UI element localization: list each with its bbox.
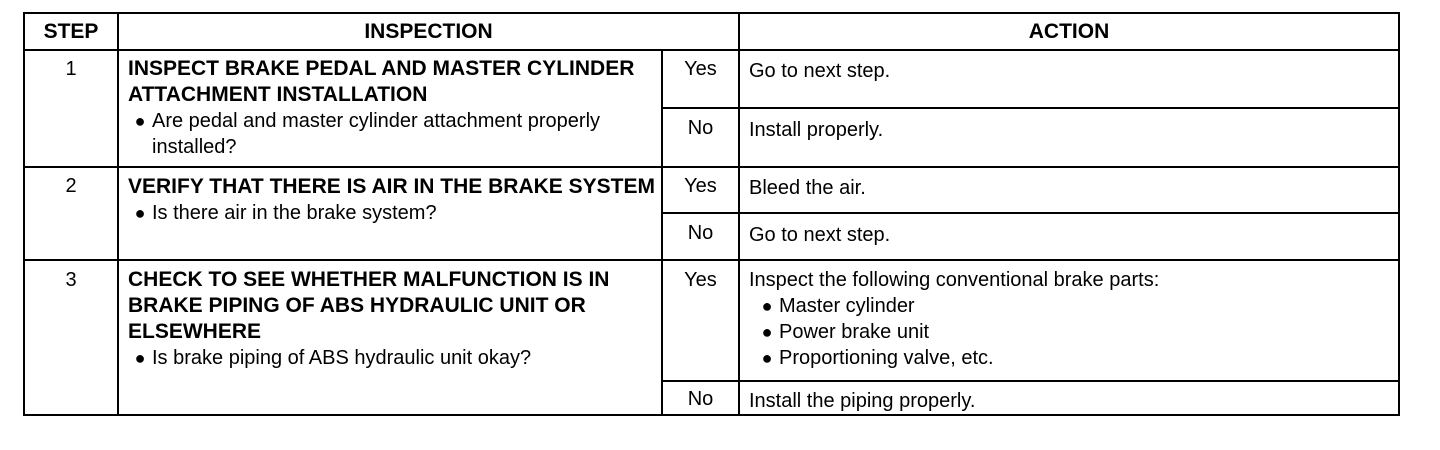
list-item-text: Master cylinder xyxy=(779,295,915,317)
no-action: Install properly. xyxy=(749,119,884,141)
row-divider-1 xyxy=(25,166,1398,168)
no-label: No xyxy=(687,388,714,410)
inspection-question: ● Is there air in the brake system? xyxy=(128,200,656,226)
no-action: Install the piping properly. xyxy=(749,390,976,412)
yes-action-text: Inspect the following conventional brake… xyxy=(749,269,1160,291)
question-text: Are pedal and master cylinder attachment… xyxy=(152,110,601,158)
no-label: No xyxy=(687,222,714,244)
header-action: ACTION xyxy=(1028,19,1110,43)
no-label: No xyxy=(687,117,714,139)
header-divider xyxy=(25,49,1398,51)
step-inspection: INSPECT BRAKE PEDAL AND MASTER CYLINDER … xyxy=(128,56,656,160)
bullet-icon: ● xyxy=(134,111,146,131)
step-inspection: CHECK TO SEE WHETHER MALFUNCTION IS IN B… xyxy=(128,267,656,371)
list-item: ● Proportioning valve, etc. xyxy=(755,345,1389,371)
yes-action: Bleed the air. xyxy=(749,177,866,199)
bullet-icon: ● xyxy=(761,296,773,316)
step-number: 2 xyxy=(65,175,77,197)
list-item-text: Proportioning valve, etc. xyxy=(779,347,994,369)
answer-column-divider xyxy=(661,49,663,414)
yes-action: Go to next step. xyxy=(749,60,891,82)
inspection-question: ● Are pedal and master cylinder attachme… xyxy=(128,108,656,160)
header-step: STEP xyxy=(43,19,99,43)
bullet-icon: ● xyxy=(134,348,146,368)
step-inspection: VERIFY THAT THERE IS AIR IN THE BRAKE SY… xyxy=(128,174,656,226)
step-number: 3 xyxy=(65,269,77,291)
step-title: VERIFY THAT THERE IS AIR IN THE BRAKE SY… xyxy=(128,175,655,198)
question-text: Is there air in the brake system? xyxy=(152,202,437,224)
yes-no-divider-1 xyxy=(661,107,1398,109)
yes-action: Inspect the following conventional brake… xyxy=(749,267,1389,371)
question-text: Is brake piping of ABS hydraulic unit ok… xyxy=(152,347,532,369)
yes-label: Yes xyxy=(684,269,717,291)
brake-parts-list: ● Master cylinder ● Power brake unit ● P… xyxy=(749,293,1389,371)
list-item: ● Master cylinder xyxy=(755,293,1389,319)
action-column-divider xyxy=(738,14,740,414)
bullet-icon: ● xyxy=(761,322,773,342)
inspection-question: ● Is brake piping of ABS hydraulic unit … xyxy=(128,345,656,371)
bullet-icon: ● xyxy=(761,348,773,368)
yes-label: Yes xyxy=(684,58,717,80)
step-title: CHECK TO SEE WHETHER MALFUNCTION IS IN B… xyxy=(128,268,610,343)
step-number: 1 xyxy=(65,58,77,80)
list-item-text: Power brake unit xyxy=(779,321,930,343)
yes-no-divider-3 xyxy=(661,380,1398,382)
row-divider-2 xyxy=(25,259,1398,261)
list-item: ● Power brake unit xyxy=(755,319,1389,345)
yes-label: Yes xyxy=(684,175,717,197)
bullet-icon: ● xyxy=(134,203,146,223)
yes-no-divider-2 xyxy=(661,212,1398,214)
no-action: Go to next step. xyxy=(749,224,891,246)
step-title: INSPECT BRAKE PEDAL AND MASTER CYLINDER … xyxy=(128,57,635,106)
step-column-divider xyxy=(117,14,119,414)
troubleshooting-table: STEP INSPECTION ACTION 1 INSPECT BRAKE P… xyxy=(23,12,1400,416)
header-inspection: INSPECTION xyxy=(364,19,493,43)
